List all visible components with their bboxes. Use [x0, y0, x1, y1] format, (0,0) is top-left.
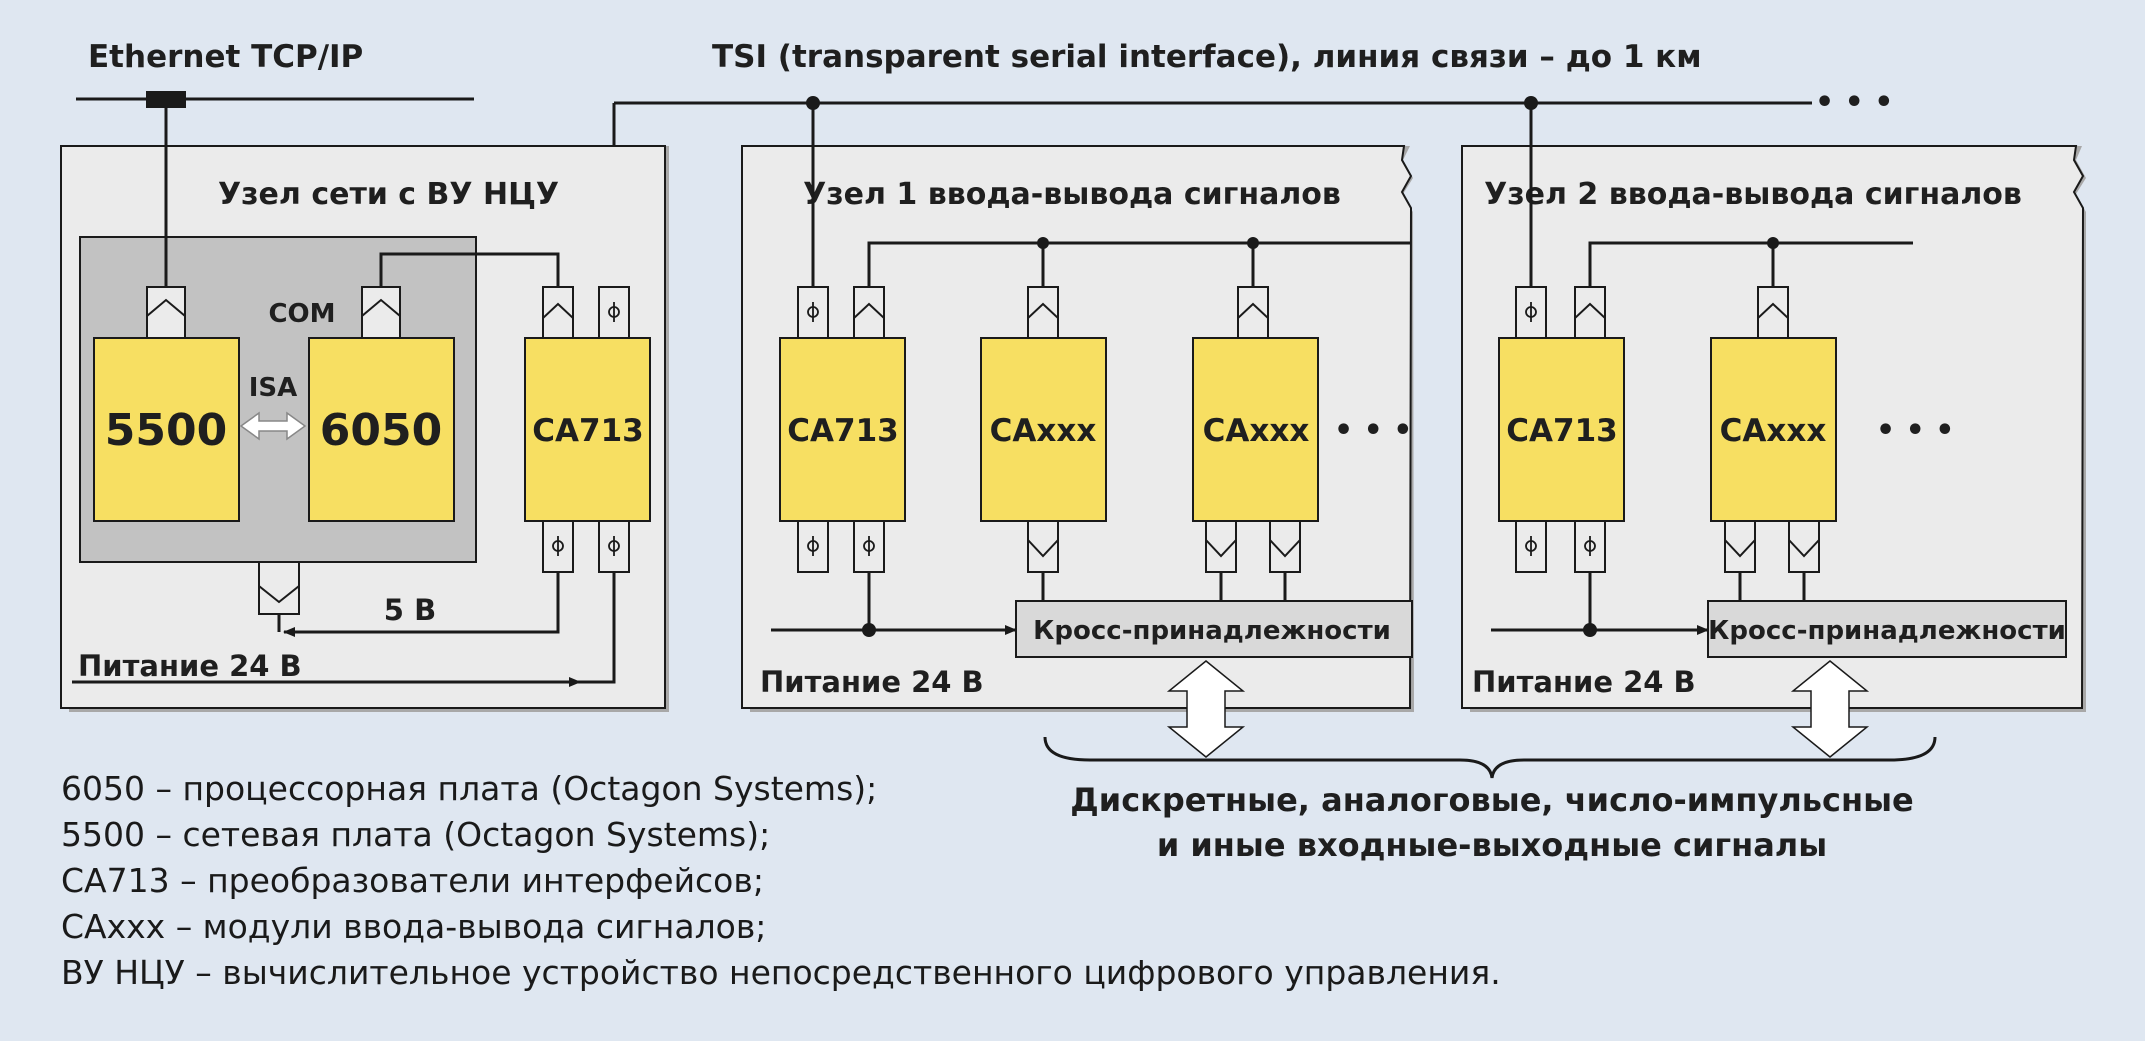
node2-panel: Узел 2 ввода-вывода сигналов CA713 [1461, 103, 2086, 712]
node1-caxxx-b-bottom-left [1205, 520, 1237, 573]
com-link [379, 252, 560, 287]
5v-line [283, 572, 560, 637]
tsi-continuation-ellipsis: • • • [1815, 85, 1893, 120]
signals-text-line1: Дискретные, аналоговые, число-импульсные [1070, 781, 1913, 819]
node1-internal-bus [867, 241, 1410, 287]
signals-text-line2: и иные входные-выходные сигналы [1157, 826, 1827, 864]
module-6050-label: 6050 [320, 405, 442, 456]
legend-item-ca713: CA713 – преобразователи интерфейсов; [61, 861, 764, 900]
node2-ca713-top-left [1515, 286, 1547, 339]
node1-ca713-bottom-right [853, 520, 885, 573]
module-5500 [93, 337, 240, 522]
isa-arrow [239, 411, 307, 441]
node1-caxxx-a-bottom [1027, 520, 1059, 573]
node0-power-label: Питание 24 В [78, 649, 302, 683]
node2-title: Узел 2 ввода-вывода сигналов [1484, 177, 2022, 212]
node1-cross-label: Кросс-принадлежности [1033, 616, 1391, 646]
node2-signal-arrow [1790, 660, 1870, 758]
node1-ca713-top-left [797, 286, 829, 339]
connector-ca713-top-left [542, 286, 574, 339]
node0-panel: Узел сети с ВУ НЦУ 5500 6050 COM ISA [60, 104, 669, 712]
legend: 6050 – процессорная плата (Octagon Syste… [61, 769, 1501, 992]
node2-cross-label: Кросс-принадлежности [1708, 616, 2066, 646]
node2-caxxx-top [1757, 286, 1789, 339]
node0-title: Узел сети с ВУ НЦУ [218, 177, 559, 212]
module-ca713-node1 [779, 337, 906, 522]
module-caxxx-node2-label: CAxxx [1720, 413, 1827, 449]
node1-signal-arrow [1166, 660, 1246, 758]
module-ca713-node1-label: CA713 [787, 413, 898, 449]
node2-caxxx-bottom-right [1788, 520, 1820, 573]
node1-more-modules-ellipsis: • • • [1334, 413, 1412, 448]
connector-ca713-bottom-right [598, 520, 630, 573]
node1-ca713-top-right [853, 286, 885, 339]
node2-ca713-bottom-left [1515, 520, 1547, 573]
ethernet-label: Ethernet TCP/IP [88, 39, 363, 75]
node2-internal-bus [1588, 241, 1913, 287]
node1-title: Узел 1 ввода-вывода сигналов [803, 177, 1341, 212]
5v-label: 5 В [384, 593, 436, 627]
module-caxxx-node1-a-label: CAxxx [990, 413, 1097, 449]
node2-caxxx-bottom-left [1724, 520, 1756, 573]
connector-5500-top [146, 286, 186, 339]
connector-ca713-top-right [598, 286, 630, 339]
node0-power-line [580, 572, 616, 684]
com-label: COM [268, 299, 335, 329]
node2-ca713-top-right [1574, 286, 1606, 339]
signals-brace [1043, 736, 1937, 779]
tsi-label: TSI (transparent serial interface), лини… [712, 39, 1702, 75]
legend-item-5500: 5500 – сетевая плата (Octagon Systems); [61, 815, 770, 854]
connector-computer-power [258, 561, 300, 615]
ethernet-connector [146, 91, 186, 108]
module-caxxx-node2 [1710, 337, 1837, 522]
node1-caxxx-a-top [1027, 286, 1059, 339]
legend-item-vu-ncu: ВУ НЦУ – вычислительное устройство непос… [61, 953, 1501, 992]
node1-power-label: Питание 24 В [760, 665, 984, 699]
node1-panel: Узел 1 ввода-вывода сигналов CA713 [741, 103, 1414, 712]
node1-ca713-bottom-left [797, 520, 829, 573]
module-6050 [308, 337, 455, 522]
module-caxxx-node1-b-label: CAxxx [1203, 413, 1310, 449]
module-caxxx-node1-a [980, 337, 1107, 522]
node2-ca713-bottom-right [1574, 520, 1606, 573]
module-caxxx-node1-b [1192, 337, 1319, 522]
connector-ca713-bottom-left [542, 520, 574, 573]
legend-item-6050: 6050 – процессорная плата (Octagon Syste… [61, 769, 877, 808]
module-ca713-node2 [1498, 337, 1625, 522]
node1-caxxx-b-top [1237, 286, 1269, 339]
legend-item-caxxx: CAxxx – модули ввода-вывода сигналов; [61, 907, 766, 946]
node2-more-modules-ellipsis: • • • [1876, 413, 1954, 448]
isa-label: ISA [249, 373, 298, 403]
module-ca713-node0-label: CA713 [532, 413, 643, 449]
node1-caxxx-b-bottom-right [1269, 520, 1301, 573]
module-ca713-node0 [524, 337, 651, 522]
connector-6050-top [361, 286, 401, 339]
node2-power-label: Питание 24 В [1472, 665, 1696, 699]
module-5500-label: 5500 [105, 405, 227, 456]
module-ca713-node2-label: CA713 [1506, 413, 1617, 449]
